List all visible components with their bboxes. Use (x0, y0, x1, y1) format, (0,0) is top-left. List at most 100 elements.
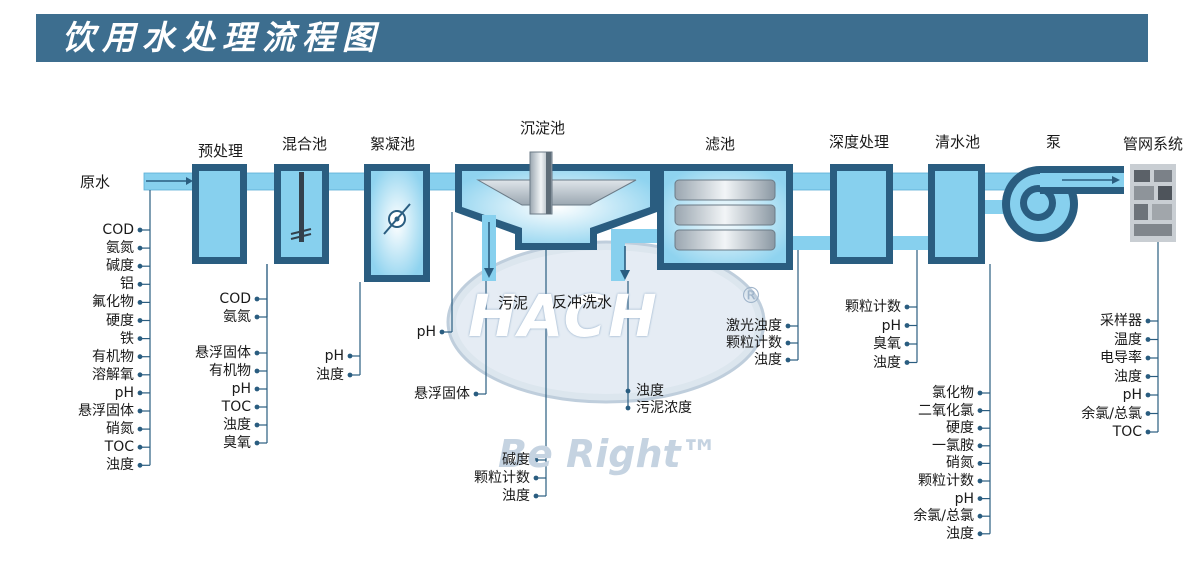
stage-pretreatment: 预处理 (198, 141, 243, 161)
param-label-floc: pH (325, 347, 344, 365)
param-label-network: TOC (1113, 423, 1142, 441)
param-dot (255, 351, 260, 356)
param-label-sed_ph: pH (417, 323, 436, 341)
param-label-pre_b: 有机物 (209, 362, 251, 380)
param-label-advanced: 颗粒计数 (845, 298, 901, 316)
param-label-clear: 浊度 (946, 525, 974, 543)
param-dot (138, 372, 143, 377)
param-label-raw: 溶解氧 (92, 366, 134, 384)
param-label-raw: TOC (105, 438, 134, 456)
param-label-pre_a: COD (219, 290, 251, 308)
param-dot (255, 423, 260, 428)
param-label-raw: 氟化物 (92, 293, 134, 311)
param-label-raw: 铝 (120, 275, 134, 293)
stage-network: 管网系统 (1123, 134, 1183, 154)
param-label-sludge: 污泥浓度 (636, 399, 692, 417)
param-dot (534, 494, 539, 499)
param-dot (138, 409, 143, 414)
watermark-registered: ® (740, 284, 762, 309)
param-label-pre_b: 悬浮固体 (195, 344, 251, 362)
param-label-clear: 氯化物 (932, 384, 974, 402)
param-label-sludge: 浊度 (636, 382, 664, 400)
param-dot (978, 443, 983, 448)
param-dot (1146, 393, 1151, 398)
param-label-pre_b: 浊度 (223, 416, 251, 434)
param-dot (440, 330, 445, 335)
param-label-clear: 硬度 (946, 419, 974, 437)
param-dot (905, 360, 910, 365)
param-label-network: pH (1123, 386, 1142, 404)
param-dot (348, 373, 353, 378)
stage-advanced: 深度处理 (829, 132, 889, 152)
param-label-clear: 一氯胺 (932, 437, 974, 455)
param-dot (1146, 319, 1151, 324)
param-label-filter: 激光浊度 (726, 317, 782, 335)
param-dot (978, 514, 983, 519)
param-label-pre_a: 氨氮 (223, 308, 251, 326)
param-dot (138, 282, 143, 287)
stage-sludge: 污泥 (498, 293, 528, 313)
param-dot (978, 408, 983, 413)
param-label-raw: 有机物 (92, 348, 134, 366)
param-dot (1146, 356, 1151, 361)
param-dot (138, 300, 143, 305)
param-label-floc: 浊度 (316, 366, 344, 384)
param-label-pre_b: pH (232, 380, 251, 398)
param-label-clear: pH (955, 490, 974, 508)
param-label-advanced: 浊度 (873, 354, 901, 372)
param-label-advanced: 臭氧 (873, 335, 901, 353)
param-label-clear: 二氧化氯 (918, 402, 974, 420)
stage-raw-water: 原水 (80, 172, 110, 192)
stage-pump: 泵 (1046, 132, 1061, 152)
param-dot (905, 342, 910, 347)
flocculation-tank (364, 164, 430, 282)
watermark-slogan: Be Right™ (498, 432, 719, 476)
param-dot (1146, 430, 1151, 435)
param-dot (978, 479, 983, 484)
param-dot (138, 391, 143, 396)
clearwell-tank (928, 164, 985, 264)
network-image (1130, 164, 1176, 242)
param-dot (978, 531, 983, 536)
param-dot (138, 427, 143, 432)
param-dot (255, 297, 260, 302)
param-dot (786, 341, 791, 346)
param-dot (626, 389, 631, 394)
param-dot (1146, 337, 1151, 342)
param-label-sed_bottom: 颗粒计数 (474, 469, 530, 487)
param-label-filter: 颗粒计数 (726, 334, 782, 352)
param-dot (348, 354, 353, 359)
param-label-pre_b: TOC (222, 398, 251, 416)
param-dot (255, 405, 260, 410)
param-label-clear: 颗粒计数 (918, 472, 974, 490)
param-dot (978, 496, 983, 501)
param-label-sed_bottom: 碱度 (502, 451, 530, 469)
param-dot (1146, 374, 1151, 379)
stage-sedimentation: 沉淀池 (520, 118, 565, 138)
param-label-sed_bottom: 浊度 (502, 487, 530, 505)
param-dot (905, 323, 910, 328)
stage-filter: 滤池 (705, 134, 735, 154)
param-label-raw: 铁 (120, 330, 134, 348)
param-dot (905, 305, 910, 310)
filter-tank (657, 164, 793, 270)
param-label-network: 电导率 (1100, 349, 1142, 367)
param-dot (1146, 411, 1151, 416)
param-label-network: 温度 (1114, 331, 1142, 349)
param-dot (255, 315, 260, 320)
param-dot (255, 387, 260, 392)
param-dot (255, 441, 260, 446)
param-dot (786, 358, 791, 363)
param-dot (138, 318, 143, 323)
param-label-raw: 硝氮 (106, 420, 134, 438)
param-label-clear: 余氯/总氯 (913, 507, 974, 525)
advanced-treatment-tank (830, 164, 893, 264)
param-label-raw: 悬浮固体 (78, 402, 134, 420)
param-dot (534, 476, 539, 481)
param-dot (255, 369, 260, 374)
param-label-raw: 碱度 (106, 257, 134, 275)
param-label-advanced: pH (882, 317, 901, 335)
param-label-raw: 硬度 (106, 312, 134, 330)
param-dot (978, 426, 983, 431)
param-dot (138, 228, 143, 233)
